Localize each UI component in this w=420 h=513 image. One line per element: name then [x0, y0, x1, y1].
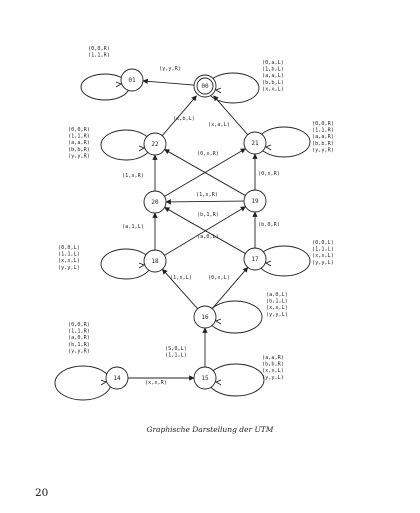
loop-arrow-14 [100, 379, 108, 386]
figure-caption: Graphische Darstellung der UTM [146, 425, 274, 434]
state-16: 16 [193, 305, 217, 329]
state-label-01: 01 [128, 77, 136, 84]
state-label-14: 14 [113, 375, 121, 382]
loop-label-17: (0,0,L)(1,1,L)(x,x,L)(y,y,L) [312, 240, 334, 266]
loop-arrow-18 [138, 262, 146, 269]
edge-21-00 [213, 95, 249, 136]
edge-label-00-01: (y,y,R) [159, 66, 181, 72]
loop-label-14: (0,0,R)(1,1,R)(a,0,R)(b,1,R)(y,y,R) [68, 322, 90, 354]
state-label-16: 16 [201, 314, 209, 321]
state-19: 19 [243, 189, 267, 213]
edge-label-17-20: (a,0,L) [197, 234, 219, 240]
state-label-20: 20 [151, 199, 159, 206]
state-18: 18 [143, 249, 167, 273]
loop-22 [100, 129, 152, 161]
state-15: 15 [193, 366, 217, 390]
edge-19-20 [165, 199, 245, 205]
loop-arrow-16 [214, 318, 222, 325]
state-label-00: 00 [201, 83, 209, 90]
edge-label-18-20: (a,1,L) [122, 224, 144, 230]
loop-label-15: (a,a,R)(b,b,R)(x,x,L)(y,y,L) [262, 355, 284, 381]
loop-label-00: (0,a,L)(1,b,L)(a,a,L)(b,b,L)(x,x,L) [262, 60, 284, 92]
edge-label-17-19: (b,0,R) [258, 222, 280, 228]
loop-label-18: (0,0,L)(1,1,L)(x,x,L)(y,y,L) [58, 245, 80, 271]
loop-arrow-00 [214, 87, 222, 94]
state-label-15: 15 [201, 375, 209, 382]
edge-label-22-00: (x,b,L) [173, 116, 195, 122]
state-label-19: 19 [251, 198, 259, 205]
loop-arrow-22 [138, 145, 146, 152]
loop-arrow-17 [264, 260, 272, 267]
state-01: 01 [120, 68, 144, 92]
loop-15 [207, 363, 265, 397]
state-00: 00 [193, 74, 217, 98]
state-14: 14 [105, 366, 129, 390]
loop-arrow-21 [264, 144, 272, 151]
state-22: 22 [143, 132, 167, 156]
edge-label-14-15: (x,x,R) [145, 380, 167, 386]
state-label-18: 18 [151, 258, 159, 265]
loop-arrow-01 [115, 81, 123, 88]
loop-label-01: (0,0,R)(1,1,R) [88, 46, 110, 59]
state-21: 21 [243, 131, 267, 155]
edge-label-21-00: (x,a,L) [208, 122, 230, 128]
state-label-22: 22 [151, 141, 159, 148]
edge-label-19-20: (b,1,R) [197, 212, 219, 218]
loop-14 [54, 365, 112, 401]
edge-16-17 [211, 266, 249, 309]
edge-label-19-22: (0,x,R) [197, 151, 219, 157]
edge-16-18 [161, 268, 199, 310]
state-label-21: 21 [251, 140, 259, 147]
loop-label-22: (0,0,R)(1,1,R)(a,a,R)(b,b,R)(y,y,R) [68, 127, 90, 159]
state-label-17: 17 [251, 256, 259, 263]
edge-label-15-16: (S,0,L)(1,1,L) [165, 346, 187, 359]
state-20: 20 [143, 190, 167, 214]
loop-18 [100, 248, 152, 280]
edge-label-16-18: (1,x,L) [170, 275, 192, 281]
loop-label-21: (0,0,R)(1,1,R)(a,a,R)(b,b,R)(y,y,R) [312, 121, 334, 153]
edge-00-01 [142, 78, 195, 86]
edge-label-16-17: (0,x,L) [208, 275, 230, 281]
loop-arrow-15 [214, 379, 222, 386]
edge-label-20-21: (1,x,R) [196, 192, 218, 198]
edge-22-00 [161, 95, 197, 136]
page-number: 20 [35, 487, 49, 499]
edge-label-20-22: (1,x,R) [122, 173, 144, 179]
edge-label-19-21: (0,x,R) [258, 171, 280, 177]
state-17: 17 [243, 247, 267, 271]
loop-label-16: (a,0,L)(b,1,L)(x,x,L)(y,y,L) [266, 292, 288, 318]
edge-17-20 [164, 207, 246, 254]
edge-19-22 [164, 149, 246, 196]
